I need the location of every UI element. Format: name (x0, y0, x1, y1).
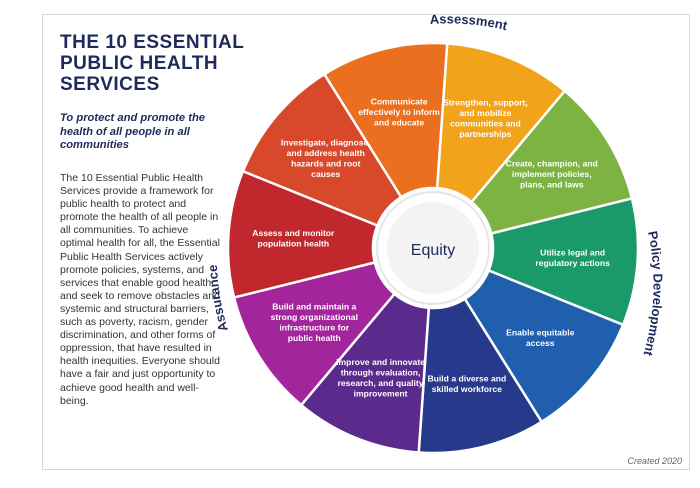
service-segment-2 (241, 72, 403, 228)
service-segment-1 (226, 169, 379, 300)
service-segment-3 (322, 41, 449, 199)
service-segment-5 (469, 89, 634, 236)
service-segment-6 (487, 196, 640, 327)
center-disc (387, 202, 479, 294)
service-segment-4 (435, 42, 567, 204)
service-segment-7 (463, 268, 625, 424)
service-label-2: Investigate, diagnose,and address health… (281, 137, 371, 179)
page-title: THE 10 ESSENTIAL PUBLIC HEALTH SERVICES (60, 32, 244, 95)
group-label-assessment: Assessment (429, 11, 509, 33)
created-note: Created 2020 (627, 456, 682, 466)
service-segment-9 (299, 292, 431, 454)
center-label: Equity (411, 242, 455, 259)
service-segment-8 (417, 297, 544, 455)
group-label-policy: Policy Development (640, 230, 665, 359)
service-segment-10 (232, 260, 397, 407)
description-text: The 10 Essential Public Health Services … (60, 172, 220, 407)
group-label-assurance: Assurance (205, 264, 231, 333)
tagline: To protect and promote the health of all… (60, 112, 206, 152)
